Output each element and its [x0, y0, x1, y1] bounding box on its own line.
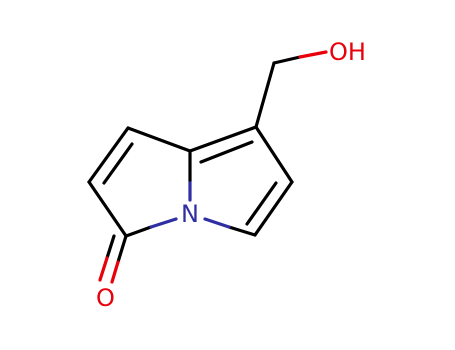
- bond-ch2-oh-a: [272, 55, 302, 65]
- nitrogen-label: N: [181, 200, 199, 228]
- bond-c5-n-a: [124, 225, 153, 238]
- hydroxyl-label: OH: [329, 38, 366, 66]
- bond-c8a-c7: [126, 126, 192, 153]
- bond-c5-o-c: [105, 234, 116, 260]
- bond-c1-ch2: [254, 61, 276, 129]
- bond-c5-o-a: [116, 234, 128, 264]
- bond-c5-o-b: [110, 260, 120, 284]
- bond-c6-c5: [87, 180, 128, 238]
- bond-c2-c3: [253, 180, 294, 237]
- bond-c7-c6-inner: [102, 142, 134, 185]
- bond-c8a-c1: [188, 125, 258, 153]
- bond-c7-c6: [87, 126, 130, 184]
- carbonyl-oxygen-label: O: [96, 284, 115, 312]
- bond-c3-n-a: [227, 225, 257, 237]
- bond-ch2-oh-b: [298, 50, 328, 59]
- bond-c5-n-b: [149, 217, 178, 229]
- bond-c8a-c1-inner: [199, 140, 254, 164]
- bond-c3-n-b: [203, 217, 231, 229]
- bond-c2-c3-inner: [245, 181, 278, 226]
- bond-c1-c2: [254, 125, 294, 184]
- bond-c5-o-d: [98, 256, 109, 282]
